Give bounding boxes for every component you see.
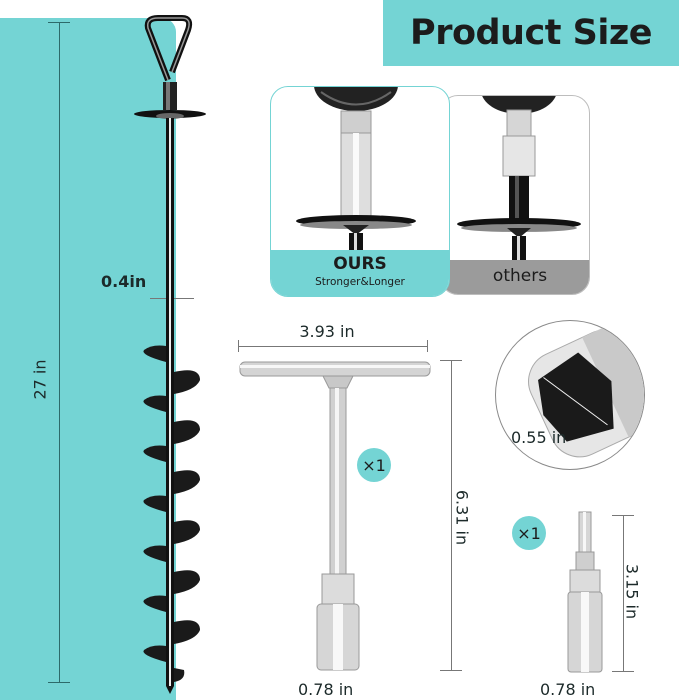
ours-label-band: OURS Stronger&Longer [271, 250, 449, 296]
t-wrench-width-label: 3.93 in [299, 322, 355, 341]
comparison-card-others: others [440, 95, 590, 295]
auger-diameter-label: 0.4in [101, 272, 147, 291]
t-wrench-height-label: 6.31 in [452, 489, 472, 546]
socket-interior-image [528, 321, 644, 458]
t-wrench-socket-label: 0.78 in [298, 680, 354, 699]
others-adapter-image [457, 96, 581, 262]
others-title: others [492, 266, 548, 286]
drill-adapter-quantity: ×1 [517, 523, 541, 543]
drill-adapter-socket-label: 0.78 in [540, 680, 596, 699]
others-label-band: others [441, 260, 589, 294]
drill-adapter-height-dimension-line [623, 515, 624, 671]
auger-image [134, 15, 206, 694]
t-wrench-height-dimension-line [451, 360, 452, 670]
page-title: Product Size [410, 13, 652, 53]
comparison-card-ours: OURS Stronger&Longer [270, 86, 450, 297]
adapter-height-tick-bottom [612, 671, 634, 672]
dimension-tick-bottom [48, 682, 70, 683]
height-tick-bottom [440, 670, 462, 671]
ours-title: OURS [333, 254, 387, 274]
socket-inner-size-label: 0.55 in [511, 428, 567, 447]
drill-adapter-height-label: 3.15 in [622, 563, 642, 620]
socket-detail-circle [495, 320, 645, 470]
ours-subtitle: Stronger&Longer [315, 276, 405, 288]
t-wrench-width-dimension-line [238, 346, 428, 347]
t-wrench-quantity-badge: ×1 [357, 448, 391, 482]
title-banner: Product Size [383, 0, 679, 66]
width-tick-right [427, 340, 428, 352]
t-wrench-image [239, 361, 431, 671]
t-wrench-quantity: ×1 [362, 455, 386, 475]
ours-adapter-image [296, 87, 416, 257]
background-panel [0, 18, 176, 700]
auger-length-dimension-line [59, 22, 60, 682]
drill-adapter-quantity-badge: ×1 [512, 516, 546, 550]
auger-length-label: 27 in [30, 359, 50, 400]
drill-adapter-image [567, 511, 603, 673]
